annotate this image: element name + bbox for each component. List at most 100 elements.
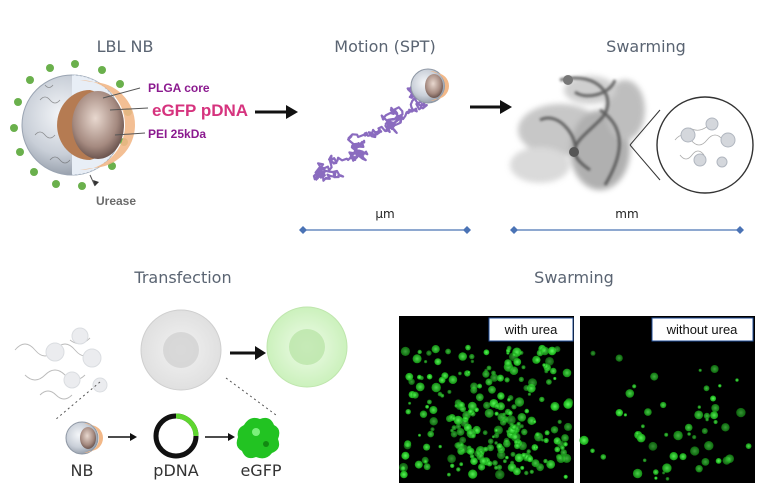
fluorescent-cell — [715, 458, 722, 464]
fluorescent-cell — [450, 430, 458, 438]
fluorescent-cell — [447, 454, 456, 464]
title-lbl-nb: LBL NB — [97, 37, 154, 56]
fluorescent-cell — [532, 420, 537, 424]
fluorescent-cell — [528, 378, 537, 388]
title-swarming-top: Swarming — [606, 37, 686, 56]
fluorescent-cell — [430, 427, 435, 432]
scale-label-milli: mm — [615, 207, 638, 221]
fluorescent-cell — [662, 463, 672, 473]
fluorescent-cell — [579, 435, 589, 445]
fluorescent-cell — [488, 385, 496, 394]
arrow-right-icon — [470, 100, 512, 114]
fluorescent-cell — [494, 411, 499, 416]
fluorescent-cell — [650, 372, 659, 381]
fluorescent-cell — [469, 353, 475, 360]
fluorescent-cell — [615, 409, 623, 417]
arrow-right-icon — [205, 433, 235, 441]
fluorescent-cell — [562, 368, 572, 378]
fluorescent-cell — [429, 417, 438, 426]
fluorescent-cell — [550, 426, 559, 434]
fluorescent-cell — [590, 448, 595, 454]
fluorescent-cell — [474, 407, 479, 413]
fluorescent-cell — [644, 408, 652, 416]
arrow-right-icon — [230, 346, 266, 360]
fluorescent-cell — [458, 352, 468, 361]
fluorescent-cell — [542, 363, 546, 367]
fluorescent-cell — [535, 432, 540, 438]
fluorescent-cell — [470, 433, 476, 439]
fluorescent-cell — [455, 441, 465, 451]
fluorescent-cell — [477, 383, 483, 389]
fluorescent-cell — [623, 413, 628, 417]
fluorescent-cell — [484, 408, 494, 418]
step-label-egfp: eGFP — [240, 461, 281, 480]
fluorescent-cell — [561, 434, 569, 442]
fluorescent-cell — [697, 405, 701, 409]
fluorescent-cell — [486, 460, 493, 467]
fluorescent-cell — [448, 375, 458, 385]
fluorescent-cell — [704, 441, 714, 451]
panel-label-without-urea: without urea — [666, 322, 739, 337]
fluorescent-cell — [504, 359, 512, 367]
fluorescent-cell — [478, 463, 486, 471]
swarming-smoke-image — [510, 75, 645, 190]
fluorescent-cell — [524, 408, 530, 414]
fluorescent-cell — [550, 401, 560, 411]
cell-nucleus-green — [289, 329, 325, 365]
fluorescent-cell — [526, 449, 531, 454]
fluorescent-cell — [514, 397, 525, 407]
egfp-protein-icon — [236, 417, 280, 459]
fluorescent-cell — [562, 453, 572, 463]
fluorescent-cell — [425, 404, 429, 409]
fluorescent-cell — [625, 389, 635, 398]
fluorescent-cell — [721, 423, 730, 432]
fluorescent-cell — [505, 455, 509, 460]
scale-bar-milli — [510, 226, 744, 234]
fluorescent-cell — [636, 433, 646, 443]
fluorescent-cell — [664, 432, 669, 437]
fluorescent-cell — [403, 441, 412, 450]
fluorescent-cell — [520, 465, 525, 470]
fluorescent-cell — [459, 462, 464, 467]
fluorescent-cell — [482, 430, 488, 436]
nanobot-swarm-sketch — [14, 327, 108, 400]
fluorescent-cell — [494, 465, 499, 470]
fluorescent-cell — [641, 424, 645, 429]
fluorescent-cell — [487, 444, 494, 452]
fluorescent-cell — [460, 418, 469, 427]
fluorescent-cell — [483, 446, 489, 452]
fluorescent-cell — [445, 348, 451, 355]
fluorescent-cell — [550, 367, 557, 375]
label-egfp-pdna: eGFP pDNA — [152, 101, 248, 120]
fluorescent-cell — [541, 438, 544, 442]
fluorescent-cell — [725, 454, 734, 464]
fluorescent-cell — [718, 384, 722, 388]
fluorescent-cell — [437, 391, 443, 397]
fluorescent-cell — [506, 429, 510, 433]
fluorescent-cell — [665, 477, 670, 481]
fluorescent-cell — [698, 368, 702, 372]
guide-line — [225, 377, 277, 416]
fluorescent-cell — [451, 425, 457, 431]
fluorescent-cell — [564, 422, 572, 431]
fluorescent-cell — [495, 469, 505, 480]
fluorescent-cell — [705, 417, 709, 422]
fluorescent-cell — [447, 389, 452, 394]
fluorescent-cell — [703, 412, 711, 419]
fluorescent-cell — [455, 423, 461, 430]
fluorescent-cell — [417, 349, 422, 355]
fluorescent-cell — [400, 470, 408, 479]
fluorescent-cell — [492, 460, 498, 466]
fluorescent-cell — [701, 428, 708, 434]
fluorescent-cell — [690, 446, 700, 456]
fluorescent-cell — [535, 445, 539, 449]
fluorescent-cell — [662, 471, 666, 475]
fluorescent-cell — [534, 356, 541, 363]
fluorescent-cell — [494, 441, 498, 445]
fluorescent-cell — [509, 422, 514, 428]
fluorescent-cell — [512, 353, 516, 357]
fluorescent-cell — [653, 469, 659, 475]
fluorescent-cell — [563, 442, 568, 447]
fluorescent-cell — [493, 425, 503, 435]
